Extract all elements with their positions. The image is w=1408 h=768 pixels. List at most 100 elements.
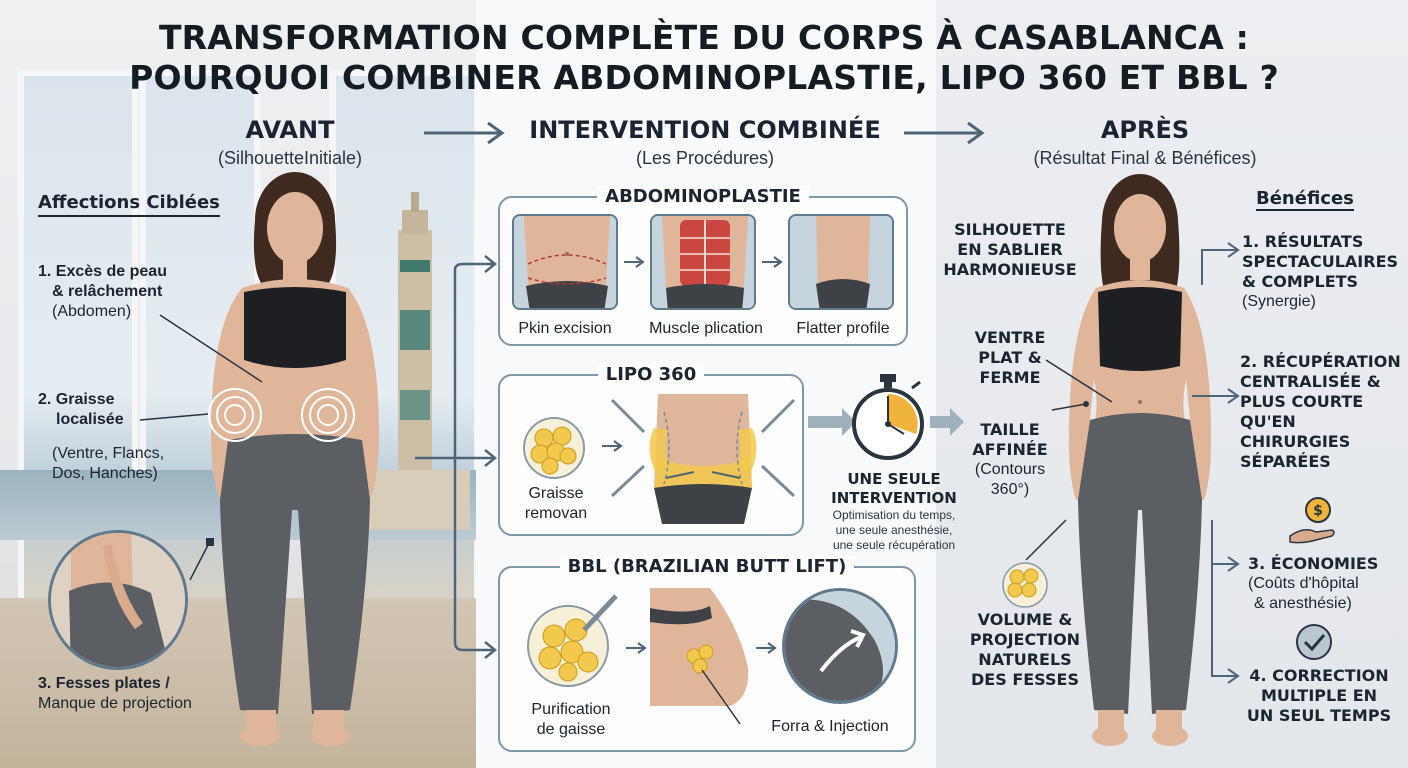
benefit-2-line2: CENTRALISÉE & xyxy=(1240,372,1381,391)
condition-3-line1: 3. Fesses plates / xyxy=(38,675,170,692)
intervention-header: INTERVENTION COMBINÉE (Les Procédures) xyxy=(500,116,910,169)
leader-lines-left xyxy=(139,314,263,581)
benefit-2: 2. RÉCUPÉRATION CENTRALISÉE & PLUS COURT… xyxy=(1240,352,1401,472)
bbl-caption-2: Forra & Injection xyxy=(771,718,889,735)
abdominoplasty-title: ABDOMINOPLASTIE xyxy=(500,186,906,207)
benefit-3-line1: 3. ÉCONOMIES xyxy=(1248,554,1379,573)
before-body-figure xyxy=(211,172,379,746)
benefits-title: Bénéfices xyxy=(1256,188,1354,211)
arrow-right-icon xyxy=(626,642,647,654)
title-line-2: POURQUOI COMBINER ABDOMINOPLASTIE, LIPO … xyxy=(129,58,1279,97)
single-intervention-line1: UNE SEULE xyxy=(847,470,941,488)
liposuction-torso-illustration xyxy=(610,394,796,524)
abdo-caption-3: Flatter profile xyxy=(796,320,890,337)
ventre-line3: FERME xyxy=(979,368,1041,387)
benefit-4-line2: MULTIPLE EN xyxy=(1260,686,1378,705)
condition-2-sub1: (Ventre, Flancs, xyxy=(52,445,165,462)
ventre-line1: VENTRE xyxy=(974,328,1046,347)
avant-subheading: (SilhouetteInitiale) xyxy=(217,148,363,168)
lipo-360-title: LIPO 360 xyxy=(500,364,802,385)
condition-1-sub: (Abdomen) xyxy=(52,303,132,320)
condition-2-sub2: Dos, Hanches) xyxy=(52,465,158,482)
arrow-right-icon xyxy=(904,121,985,145)
apres-subheading: (Résultat Final & Bénéfices) xyxy=(1033,148,1257,168)
bbl-caption-1-line2: de gaisse xyxy=(536,721,606,738)
intervention-heading: INTERVENTION COMBINÉE xyxy=(529,116,881,144)
abdominoplasty-title-text: ABDOMINOPLASTIE xyxy=(597,186,809,207)
page-title: TRANSFORMATION COMPLÈTE DU CORPS À CASAB… xyxy=(0,18,1408,98)
fat-cells-icon xyxy=(1002,562,1048,608)
skin-excision-illustration xyxy=(514,216,616,308)
condition-2: 2. Graisse localisée (Ventre, Flancs, Do… xyxy=(38,390,164,484)
benefit-4-line1: 4. CORRECTION xyxy=(1249,666,1389,685)
timer-flow xyxy=(808,408,964,436)
benefit-2-line1: 2. RÉCUPÉRATION xyxy=(1240,352,1401,371)
taille-line1: TAILLE xyxy=(980,420,1040,439)
targeted-conditions-title: Affections Ciblées xyxy=(38,192,220,217)
buttock-volume-label: VOLUME & PROJECTION NATURELS DES FESSES xyxy=(950,610,1100,690)
svg-text:$: $ xyxy=(1313,503,1323,519)
arrow-right-icon xyxy=(424,121,505,145)
volume-line3: NATURELS xyxy=(978,650,1072,669)
bbl-panel: BBL (BRAZILIAN BUTT LIFT) Purification d… xyxy=(498,556,916,752)
lipo-caption: Graisse removan xyxy=(508,484,604,524)
abdo-caption-2: Muscle plication xyxy=(649,320,763,337)
fat-cells-icon xyxy=(523,417,585,479)
condition-3-line2: Manque de projection xyxy=(38,695,192,712)
bbl-title-text: BBL (BRAZILIAN BUTT LIFT) xyxy=(559,556,855,577)
arrow-right-icon xyxy=(624,256,645,268)
benefit-4: 4. CORRECTION MULTIPLE EN UN SEUL TEMPS xyxy=(1244,666,1394,726)
apres-header: APRÈS (Résultat Final & Bénéfices) xyxy=(1000,116,1290,169)
arrow-right-icon xyxy=(762,256,783,268)
fat-purification-icon xyxy=(527,594,618,687)
single-intervention-desc1: Optimisation du temps, xyxy=(832,508,956,522)
arrow-right-icon xyxy=(756,642,777,654)
check-circle-icon xyxy=(1296,624,1332,660)
condition-1-line1: 1. Excès de peau xyxy=(38,263,167,280)
arrow-right-icon xyxy=(808,408,856,436)
apres-heading: APRÈS xyxy=(1100,116,1190,144)
hourglass-silhouette-label: SILHOUETTE EN SABLIER HARMONIEUSE xyxy=(940,220,1080,280)
lifted-buttock-illustration xyxy=(785,591,895,701)
abdominoplasty-panel: ABDOMINOPLASTIE xyxy=(498,186,908,346)
waist-label: TAILLE AFFINÉE (Contours 360°) xyxy=(955,420,1065,500)
condition-3: 3. Fesses plates / Manque de projection xyxy=(38,674,192,714)
silhouette-line2: EN SABLIER xyxy=(957,240,1063,259)
single-intervention-desc2: une seule anesthésie, xyxy=(835,523,953,537)
fat-target-icon xyxy=(208,388,262,442)
volume-line4: DES FESSES xyxy=(971,670,1079,689)
flat-belly-label: VENTRE PLAT & FERME xyxy=(960,328,1060,388)
condition-1-line2: & relâchement xyxy=(52,283,163,300)
muscle-plication-thumb xyxy=(650,214,756,310)
arrow-right-icon xyxy=(602,440,623,452)
taille-line2: AFFINÉE xyxy=(972,440,1048,459)
minaret-illustration xyxy=(360,192,470,530)
avant-header: AVANT (SilhouetteInitiale) xyxy=(175,116,405,169)
branch-arrows xyxy=(415,255,498,659)
bbl-caption-1: Purification de gaisse xyxy=(506,700,636,740)
flatter-profile-thumb xyxy=(788,214,894,310)
flatter-profile-illustration xyxy=(790,216,892,308)
benefit-4-line3: UN SEUL TEMPS xyxy=(1246,706,1392,725)
flat-buttock-zoom xyxy=(48,530,188,670)
leader-line xyxy=(701,669,741,725)
taille-sub2: 360°) xyxy=(990,481,1030,498)
title-line-1: TRANSFORMATION COMPLÈTE DU CORPS À CASAB… xyxy=(158,18,1250,57)
intervention-subheading: (Les Procédures) xyxy=(635,148,775,168)
hand-coin-icon: $ xyxy=(1289,497,1335,544)
condition-1: 1. Excès de peau & relâchement (Abdomen) xyxy=(38,262,167,322)
after-body-figure xyxy=(1068,174,1212,746)
avant-heading: AVANT xyxy=(245,116,335,144)
buttock-injection-illustration xyxy=(650,588,749,706)
single-intervention-line2: INTERVENTION xyxy=(831,489,957,507)
lipo-360-title-text: LIPO 360 xyxy=(597,364,705,385)
abdo-caption-1: Pkin excision xyxy=(518,320,612,337)
arrow-right-icon xyxy=(930,408,964,436)
volume-line1: VOLUME & xyxy=(977,610,1073,629)
stopwatch-icon xyxy=(852,374,924,460)
benefit-3-sub1: (Coûts d'hôpital xyxy=(1248,575,1359,592)
muscle-plication-illustration xyxy=(652,216,754,308)
lifted-buttock-zoom xyxy=(782,588,898,704)
benefit-1-sub: (Synergie) xyxy=(1242,293,1316,310)
benefit-2-line6: SÉPARÉES xyxy=(1240,452,1331,471)
